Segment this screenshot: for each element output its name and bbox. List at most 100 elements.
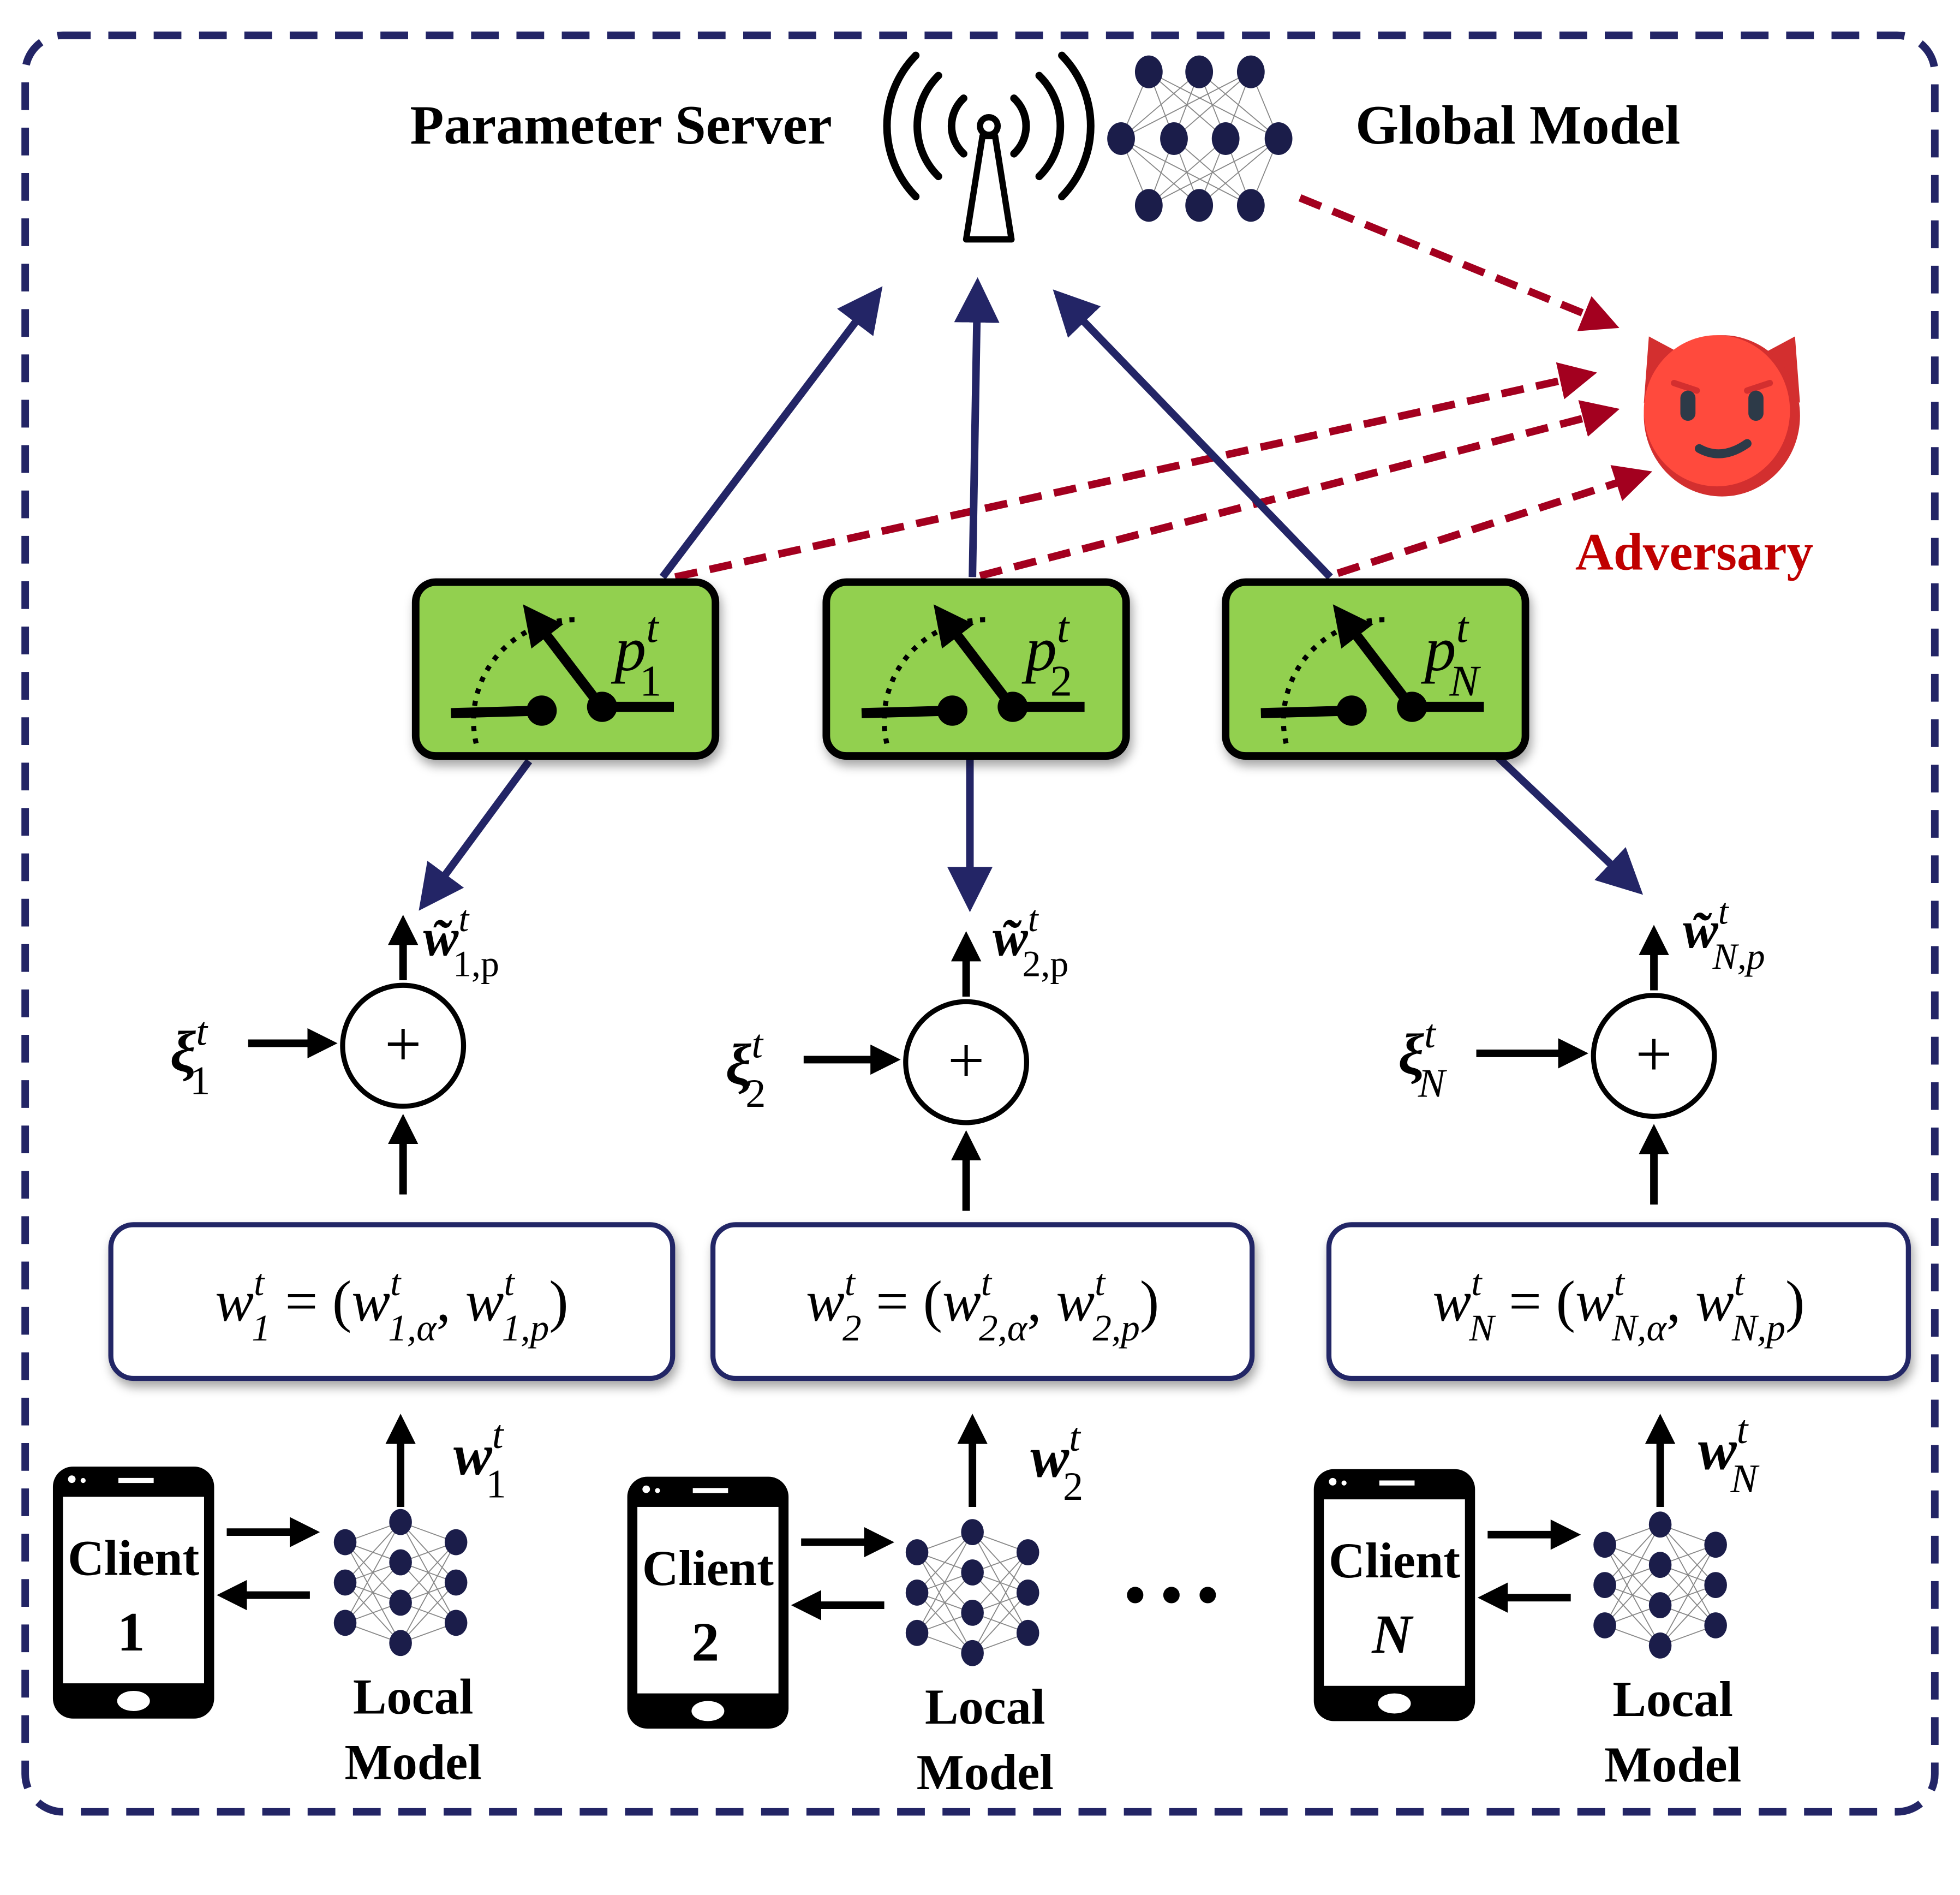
nn-node [333, 1569, 357, 1596]
nn-edge [972, 1552, 1029, 1613]
nn-edge [400, 1542, 457, 1643]
nn-edge [1148, 71, 1279, 139]
nn-edge [1659, 1584, 1716, 1646]
nn-node [905, 1580, 929, 1606]
server-label: Parameter Server [410, 94, 832, 156]
upload-arrows [419, 277, 1644, 913]
client-id: 1 [117, 1601, 145, 1662]
gate-box [822, 578, 1130, 760]
nn-edge [1120, 71, 1200, 139]
nn-edge [1199, 71, 1279, 139]
nn-node [961, 1519, 984, 1546]
attack-arrow-global [1298, 194, 1620, 331]
more-clients-ellipsis: • • • [1125, 1561, 1218, 1628]
global-model-label: Global Model [1355, 94, 1680, 156]
nn-node [333, 1529, 357, 1556]
attack-arrow-client-1 [674, 362, 1597, 581]
nn-edge [916, 1572, 973, 1634]
local-model-label-line2: Model [1604, 1737, 1741, 1792]
gate-to-perturbed-1 [419, 759, 533, 911]
nn-edge [344, 1522, 401, 1623]
nn-node [1185, 189, 1214, 222]
switch-icon [861, 604, 1085, 744]
nn-edge [1148, 138, 1279, 206]
smiling-devil-icon [1644, 335, 1800, 497]
nn-node [1016, 1539, 1039, 1565]
nn-edge [400, 1541, 457, 1604]
nn-node [389, 1630, 412, 1656]
nn-edge [1604, 1564, 1661, 1626]
outer-boundary [21, 31, 1939, 1816]
nn-edge [916, 1532, 973, 1593]
nn-node [1160, 122, 1188, 155]
nn-edge [1148, 71, 1226, 139]
nn-node [905, 1539, 929, 1565]
nn-node [333, 1610, 357, 1636]
client-id: 2 [691, 1611, 719, 1673]
gate-box [1222, 578, 1529, 760]
gate-box [411, 578, 720, 760]
nn-node [1704, 1612, 1727, 1638]
nn-node [1016, 1580, 1039, 1606]
sum-node [1591, 993, 1717, 1119]
plus-icon: + [948, 1024, 985, 1097]
nn-edge [972, 1552, 1029, 1654]
nn-node [1134, 55, 1163, 88]
nn-node [1648, 1592, 1672, 1618]
local-model-label-line1: Local [353, 1669, 474, 1725]
sum-node [903, 999, 1030, 1125]
client-id: N [1371, 1604, 1414, 1665]
switch-icon [1260, 604, 1484, 744]
nn-edge [344, 1562, 401, 1623]
nn-node [1648, 1632, 1672, 1659]
nn-edge [344, 1522, 401, 1583]
nn-node [905, 1619, 929, 1646]
nn-node [444, 1569, 468, 1596]
nn-node [1264, 122, 1293, 155]
attack-arrow-client-n [1336, 465, 1653, 577]
local-model-neural-network-icon [905, 1519, 1039, 1666]
nn-node [1704, 1532, 1727, 1558]
nn-edge [1121, 71, 1251, 139]
local-model-label-line2: Model [345, 1735, 482, 1790]
nn-node [1107, 122, 1135, 155]
nn-edge [1120, 138, 1200, 206]
client-name: Client [1329, 1533, 1460, 1588]
nn-node [1016, 1619, 1039, 1646]
nn-node [1593, 1532, 1616, 1558]
nn-node [961, 1559, 984, 1586]
local-model-neural-network-icon [1593, 1511, 1727, 1659]
nn-edge [1659, 1544, 1716, 1646]
nn-edge [1121, 138, 1251, 206]
nn-node [444, 1529, 468, 1556]
nn-edge [1659, 1544, 1716, 1606]
nn-edge [916, 1532, 973, 1634]
nn-edge [1604, 1524, 1661, 1586]
nn-edge [1604, 1524, 1661, 1626]
